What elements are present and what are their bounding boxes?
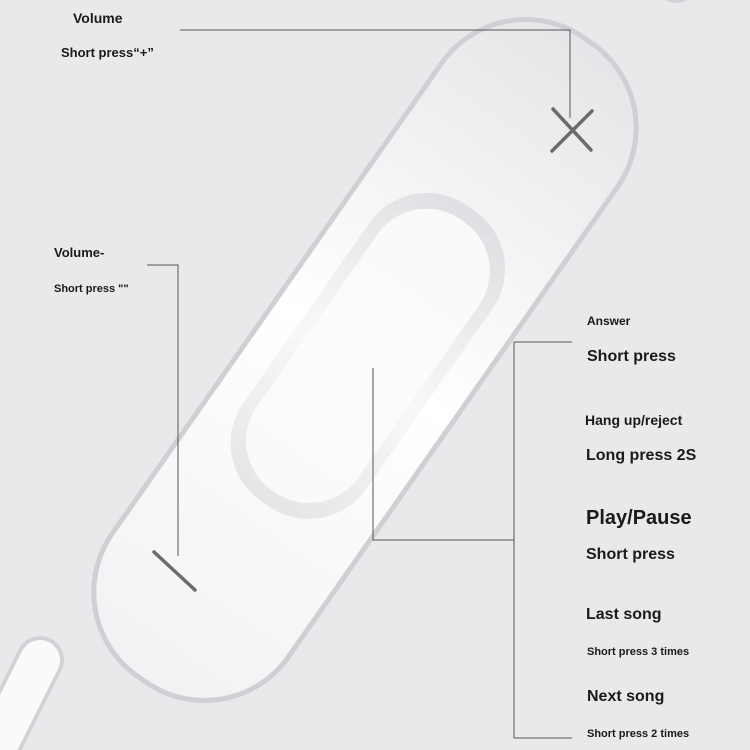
- volume-up-desc: Short press“+”: [61, 45, 154, 60]
- next-song-title: Next song: [587, 688, 665, 705]
- remote-body: [91, 17, 639, 703]
- playpause-desc: Short press: [586, 546, 675, 563]
- volume-up-title: Volume: [73, 10, 123, 26]
- next-song-desc: Short press 2 times: [587, 728, 690, 740]
- leader-line-center: [372, 368, 514, 541]
- answer-title: Answer: [587, 314, 631, 328]
- last-song-desc: Short press 3 times: [587, 646, 690, 658]
- volume-down-desc: Short press "": [54, 283, 129, 295]
- minus-icon[interactable]: [152, 550, 197, 592]
- leader-line-volume-up: [180, 29, 571, 118]
- volume-down-title: Volume-: [54, 245, 105, 260]
- hangup-title: Hang up/reject: [585, 412, 683, 428]
- hangup-desc: Long press 2S: [586, 447, 697, 464]
- playpause-title: Play/Pause: [586, 507, 692, 529]
- leader-line-bracket: [513, 341, 572, 739]
- plus-icon[interactable]: [550, 107, 594, 153]
- answer-desc: Short press: [587, 348, 676, 365]
- last-song-title: Last song: [586, 606, 662, 623]
- cable-bottom: [0, 636, 64, 750]
- leader-line-volume-down: [147, 264, 179, 556]
